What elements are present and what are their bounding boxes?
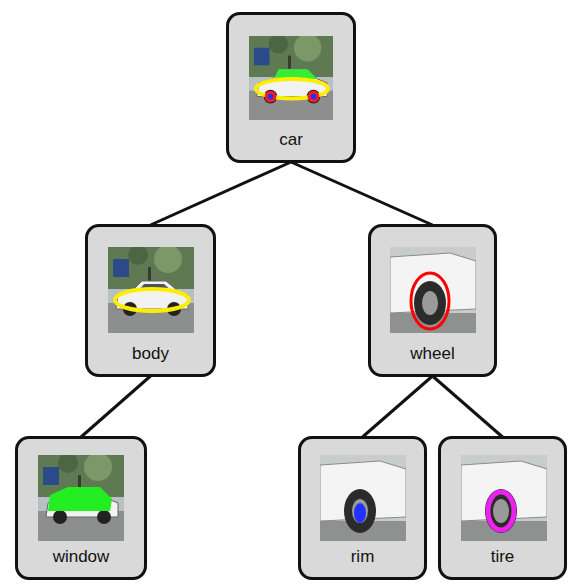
node-fill [438, 436, 567, 580]
car-thumbnail [249, 34, 333, 120]
node-fill [85, 224, 216, 377]
tree-edge [291, 162, 433, 225]
node-fills [15, 12, 567, 580]
rim-thumbnail [320, 455, 406, 541]
tree-edge [81, 376, 151, 437]
node-fill [226, 12, 356, 163]
tree-node: window [15, 436, 147, 580]
node-label: wheel [410, 344, 454, 364]
window-thumbnail [38, 453, 124, 541]
node-fill [15, 436, 147, 580]
tree-node: car [226, 12, 356, 163]
tree-node: rim [298, 436, 427, 580]
tree-node: body [85, 224, 216, 377]
node-label: body [132, 344, 169, 364]
tree-node: tire [438, 436, 567, 580]
node-fill [298, 436, 427, 580]
node-fill [368, 224, 497, 377]
node-label: car [279, 130, 303, 150]
wheel-thumbnail [390, 247, 476, 333]
node-label: rim [351, 547, 375, 567]
tree-edge [433, 376, 503, 437]
tree-node: wheel [368, 224, 497, 377]
tree-edge [363, 376, 433, 437]
node-label: tire [491, 547, 515, 567]
body-thumbnail [108, 245, 194, 333]
node-label: window [53, 547, 110, 567]
tire-thumbnail [461, 455, 547, 541]
tree-edge [151, 162, 292, 225]
